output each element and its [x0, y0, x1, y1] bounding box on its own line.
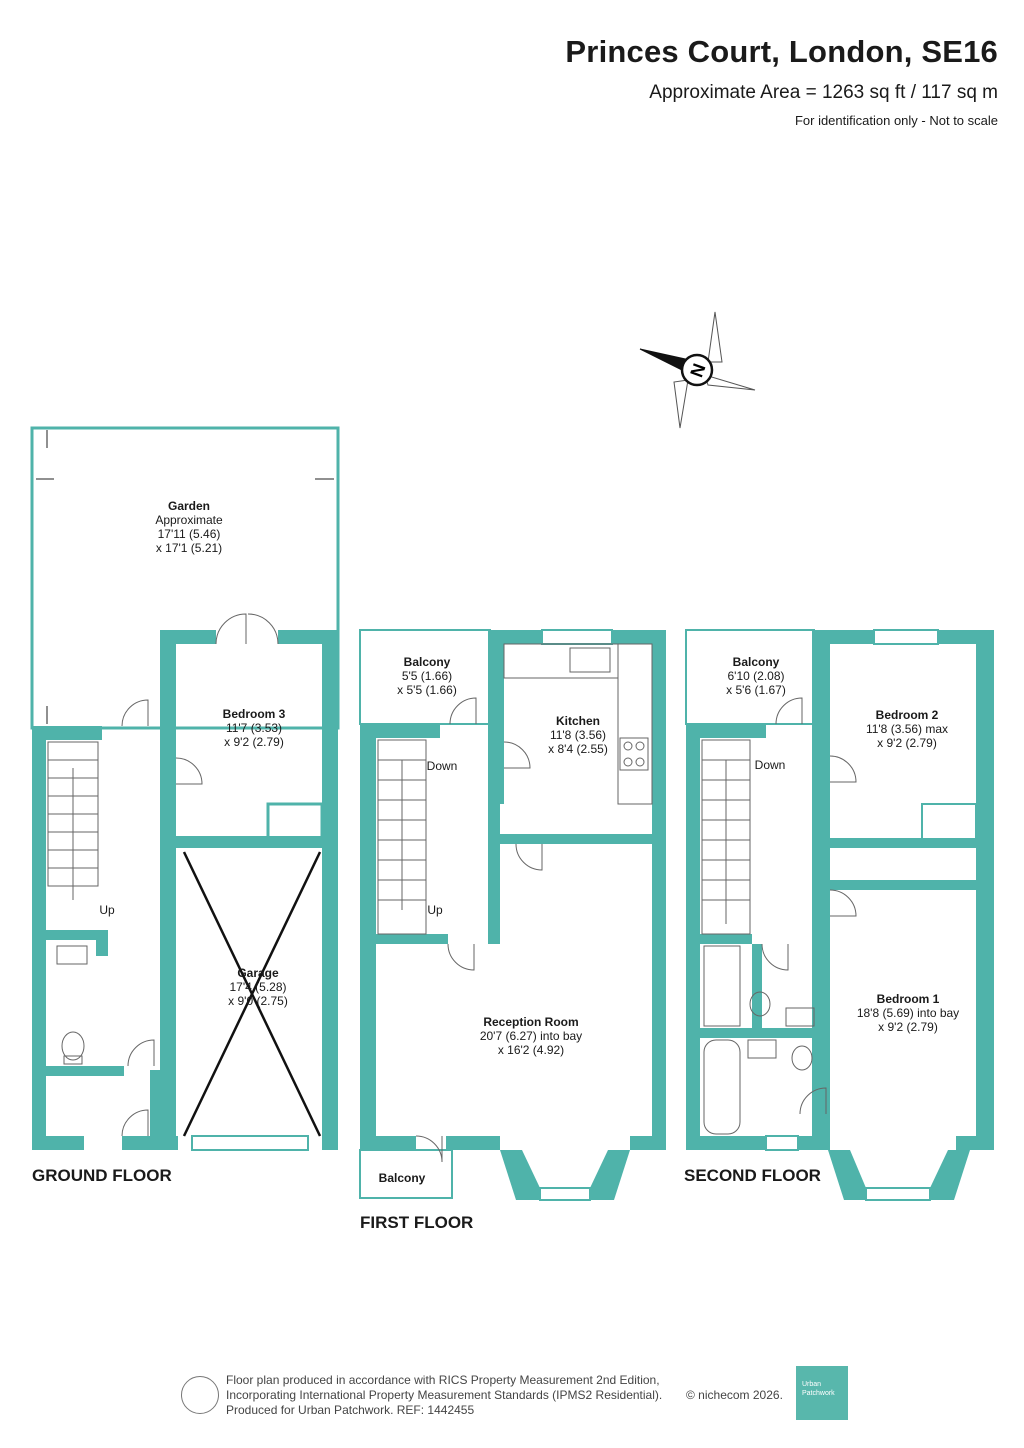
garden-name: Garden [168, 499, 210, 513]
compass-icon: N [639, 311, 756, 429]
balcony-first-dim-2: x 5'5 (1.66) [397, 683, 457, 697]
first-stairs-down: Down [427, 759, 458, 773]
balcony-first-bottom-name: Balcony [379, 1171, 426, 1185]
bedroom1-dim-2: x 9'2 (2.79) [878, 1020, 938, 1034]
bedroom2-dim-1: 11'8 (3.56) max [866, 722, 948, 736]
balcony-first-name: Balcony [404, 655, 451, 669]
reception-dim-1: 20'7 (6.27) into bay [480, 1029, 582, 1043]
garden-dim-1: 17'11 (5.46) [158, 527, 221, 541]
balcony-second-dim-1: 6'10 (2.08) [728, 669, 785, 683]
logo-line-1: Urban [802, 1381, 822, 1388]
kitchen-dim-1: 11'8 (3.56) [550, 728, 606, 742]
ground-stairs-up: Up [99, 903, 115, 917]
bedroom2-dim-2: x 9'2 (2.79) [877, 736, 937, 750]
first-floor-label: FIRST FLOOR [360, 1213, 473, 1232]
ground-floor-plan: Garden Approximate 17'11 (5.46) x 17'1 (… [30, 426, 340, 1185]
scale-note: For identification only - Not to scale [794, 113, 998, 128]
footer-line-1: Floor plan produced in accordance with R… [226, 1373, 660, 1387]
balcony-first-dim-1: 5'5 (1.66) [402, 669, 452, 683]
balcony-second-name: Balcony [733, 655, 780, 669]
compass-north-label: N [686, 361, 709, 380]
bedroom3-dim-2: x 9'2 (2.79) [224, 735, 284, 749]
second-floor-plan: Balcony 6'10 (2.08) x 5'6 (1.67) Bedroom… [684, 629, 994, 1201]
garden-dim-2: x 17'1 (5.21) [156, 541, 222, 555]
garage-dim-2: x 9'0 (2.75) [228, 994, 288, 1008]
balcony-second-dim-2: x 5'6 (1.67) [726, 683, 786, 697]
page-title: Princes Court, London, SE16 [565, 34, 998, 69]
bedroom1-name: Bedroom 1 [877, 992, 940, 1006]
first-floor-plan: Balcony 5'5 (1.66) x 5'5 (1.66) Kitchen … [359, 629, 666, 1232]
footer-line-3: Produced for Urban Patchwork. REF: 14424… [226, 1403, 475, 1417]
bedroom1-dim-1: 18'8 (5.69) into bay [857, 1006, 959, 1020]
reception-dim-2: x 16'2 (4.92) [498, 1043, 564, 1057]
garden-note: Approximate [155, 513, 223, 527]
garage-name: Garage [237, 966, 279, 980]
footer-disclaimer: Floor plan produced in accordance with R… [226, 1373, 662, 1418]
footer-line-2: Incorporating International Property Mea… [226, 1388, 663, 1402]
bedroom3-dim-1: 11'7 (3.53) [226, 721, 282, 735]
bedroom3-name: Bedroom 3 [223, 707, 286, 721]
person-icon [181, 1376, 219, 1414]
reception-name: Reception Room [483, 1015, 578, 1029]
second-stairs-down: Down [755, 758, 786, 772]
urban-patchwork-logo: Urban Patchwork [796, 1366, 848, 1420]
kitchen-dim-2: x 8'4 (2.55) [548, 742, 608, 756]
first-stairs-up: Up [427, 903, 443, 917]
garage-dim-1: 17'4 (5.28) [230, 980, 287, 994]
ground-floor-label: GROUND FLOOR [32, 1166, 172, 1185]
second-floor-label: SECOND FLOOR [684, 1166, 821, 1185]
logo-line-2: Patchwork [802, 1390, 835, 1397]
copyright: © nichecom 2026. [686, 1388, 783, 1402]
bedroom2-name: Bedroom 2 [876, 708, 939, 722]
kitchen-name: Kitchen [556, 714, 600, 728]
approximate-area: Approximate Area = 1263 sq ft / 117 sq m [649, 82, 998, 103]
